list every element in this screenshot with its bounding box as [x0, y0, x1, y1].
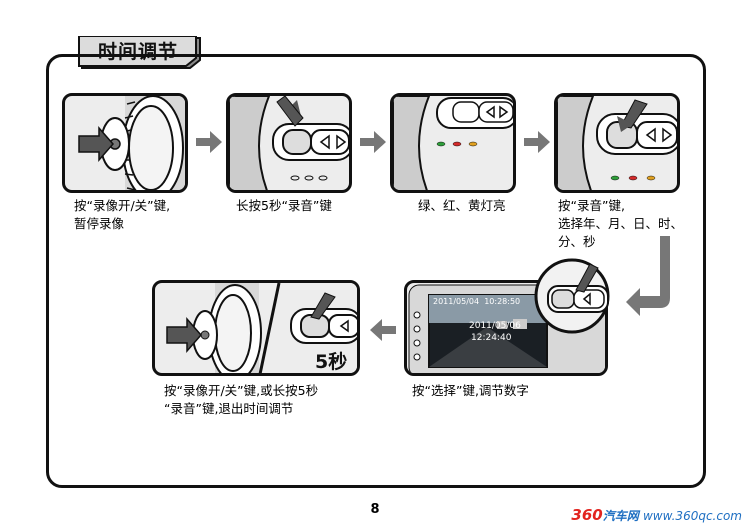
hold-duration-badge: 5秒: [315, 351, 348, 373]
arrow-right-icon: [360, 131, 386, 153]
camera-leds-image: [393, 96, 513, 190]
step5-caption: 按“选择”键,调节数字: [412, 382, 529, 400]
section-tab: 时间调节: [76, 36, 204, 70]
arrow-down-left-icon: [626, 236, 670, 316]
page-number: 8: [370, 502, 380, 517]
camera-buttons-image: [229, 96, 349, 190]
arrow-right-icon: [196, 131, 222, 153]
yellow-led: [468, 141, 478, 147]
caption-line: 长按5秒“录音”键: [236, 198, 332, 213]
caption-line: 按“录像开/关”键,或长按5秒: [164, 383, 319, 398]
step3-illustration: [390, 93, 516, 193]
caption-line: “录音”键,退出时间调节: [164, 401, 294, 416]
step2-caption: 长按5秒“录音”键: [236, 197, 332, 215]
step6-caption: 按“录像开/关”键,或长按5秒 “录音”键,退出时间调节: [164, 382, 318, 418]
red-led: [452, 141, 462, 147]
content-frame: [46, 54, 706, 488]
caption-line: 暂停录像: [74, 216, 125, 231]
watermark: 360汽车网 www.360qc.com: [571, 506, 742, 524]
watermark-brand: 汽车网: [602, 509, 639, 523]
step1-illustration: [62, 93, 188, 193]
step1-caption: 按“录像开/关”键, 暂停录像: [74, 197, 170, 233]
caption-line: 选择年、月、日、时、: [558, 216, 684, 231]
screen-date: 2011/05/06: [469, 321, 521, 331]
caption-line: 按“选择”键,调节数字: [412, 383, 529, 398]
watermark-url: www.360qc.com: [642, 509, 742, 523]
step2-illustration: [226, 93, 352, 193]
camera-record-button-image: [557, 96, 677, 190]
watermark-number: 360: [571, 506, 603, 524]
caption-line: 绿、红、黄灯亮: [418, 198, 506, 213]
caption-line: 按“录像开/关”键,: [74, 198, 171, 213]
tab-shape: [78, 36, 201, 69]
camera-lens-image: [78, 96, 185, 190]
green-led: [436, 141, 446, 147]
step4-illustration: [554, 93, 680, 193]
screen-datetime: 2011/05/04 10:28:50: [433, 297, 521, 306]
caption-line: 按“录音”键,: [558, 198, 625, 213]
screen-time: 12:24:40: [471, 333, 512, 343]
step6-illustration: 5秒: [152, 280, 360, 376]
step4-caption: 按“录音”键, 选择年、月、日、时、 分、秒: [558, 197, 683, 251]
zoom-callout: [534, 258, 610, 334]
section-title: 时间调节: [97, 41, 178, 63]
caption-line: 分、秒: [558, 234, 596, 249]
arrow-right-icon: [524, 131, 550, 153]
step3-caption: 绿、红、黄灯亮: [418, 197, 506, 215]
arrow-left-icon: [370, 319, 396, 341]
camera-lens-and-buttons-image: [166, 283, 357, 373]
